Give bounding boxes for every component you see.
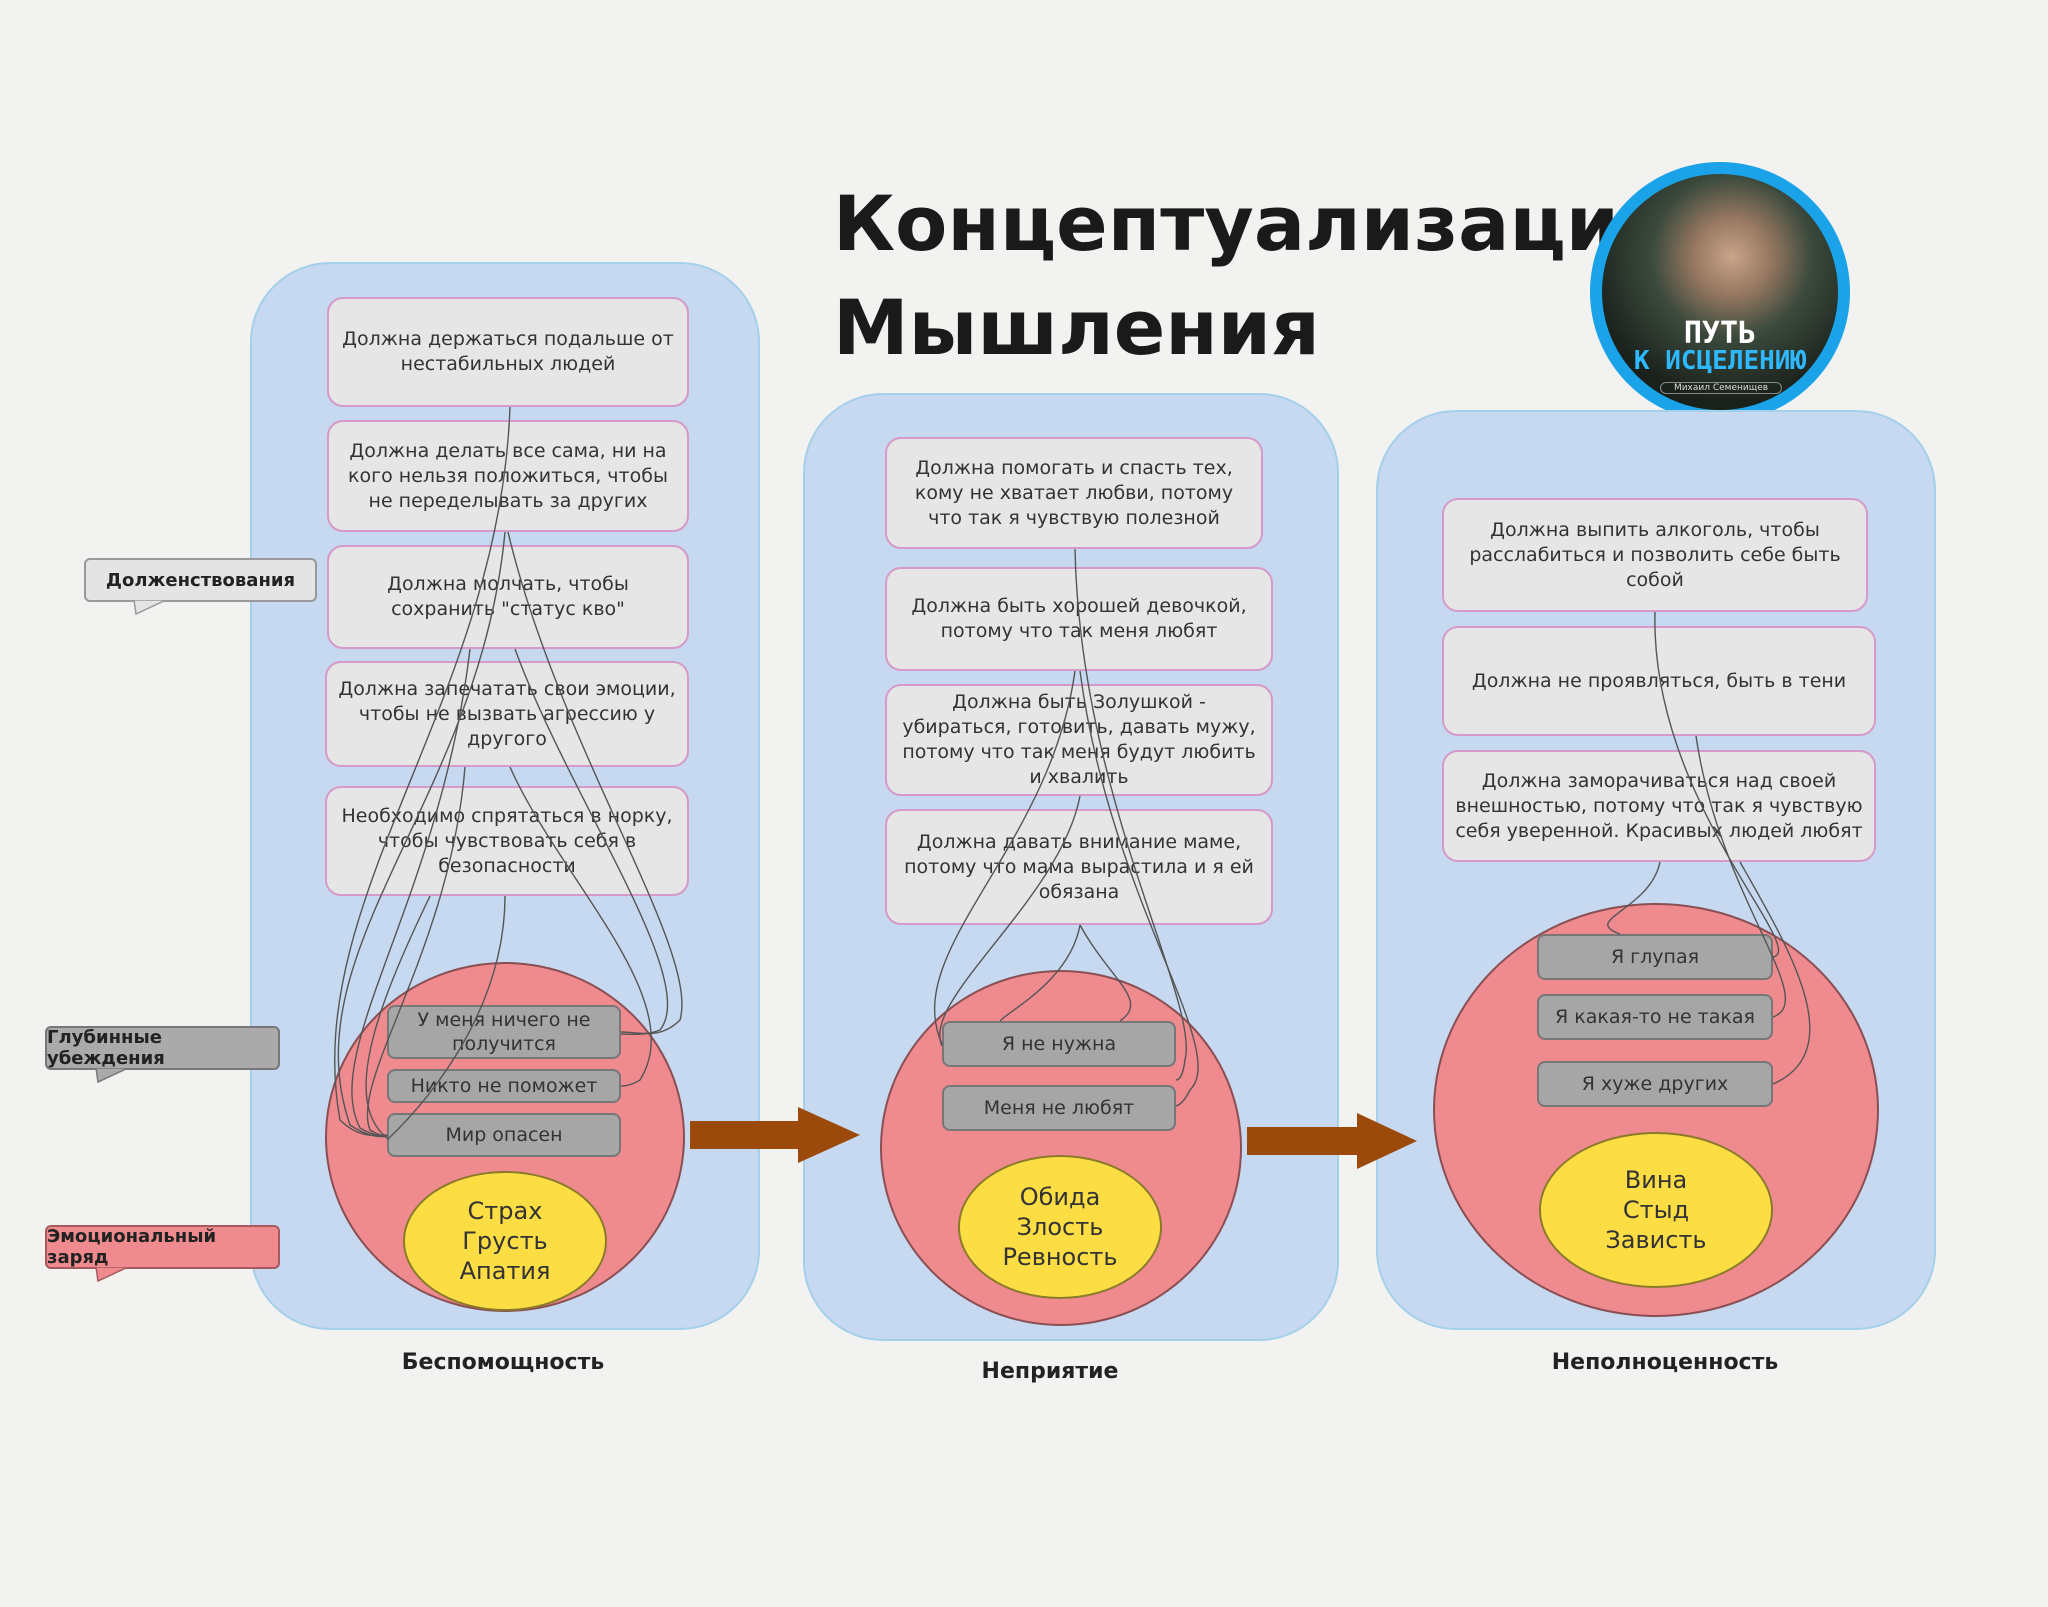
- callout-tail-icon: [95, 1267, 129, 1283]
- should-card: Необходимо спрятаться в норку, чтобы чув…: [325, 786, 689, 896]
- core-belief: Я какая-то не такая: [1537, 994, 1773, 1040]
- arrow-right-icon: [1247, 1113, 1417, 1169]
- logo-text-line-2: К ИСЦЕЛЕНИЮ: [1633, 346, 1807, 376]
- legend-emotional-charge-label: Эмоциональный заряд: [47, 1226, 217, 1268]
- should-card: Должна быть Золушкой - убираться, готови…: [885, 684, 1273, 796]
- should-card: Должна выпить алкоголь, чтобы расслабить…: [1442, 498, 1868, 612]
- emotion-text: Обида: [1019, 1183, 1101, 1211]
- column-caption: Беспомощность: [401, 1350, 605, 1375]
- emotion-text: Зависть: [1605, 1226, 1707, 1254]
- should-card: Должна быть хорошей девочкой, потому что…: [885, 567, 1273, 671]
- should-card: Должна не проявляться, быть в тени: [1442, 626, 1876, 736]
- should-card: Должна давать внимание маме, потому что …: [885, 809, 1273, 925]
- emotion-text: Злость: [1016, 1213, 1104, 1241]
- column-caption: Неполноценность: [1551, 1350, 1779, 1375]
- should-card: Должна молчать, чтобы сохранить "статус …: [327, 545, 689, 649]
- emotion-core: Вина Стыд Зависть: [1539, 1132, 1773, 1288]
- channel-logo: ПУТЬ К ИСЦЕЛЕНИЮ Михаил Семенищев: [1590, 162, 1850, 422]
- legend-core-beliefs-label: Глубинные убеждения: [47, 1027, 165, 1069]
- core-belief: Никто не поможет: [387, 1069, 621, 1103]
- should-card: Должна заморачиваться над своей внешност…: [1442, 750, 1876, 862]
- logo-photo: ПУТЬ К ИСЦЕЛЕНИЮ Михаил Семенищев: [1602, 174, 1838, 410]
- emotion-text: Ревность: [1002, 1243, 1118, 1271]
- arrow-right-icon: [690, 1107, 860, 1163]
- should-card: Должна держаться подальше от нестабильны…: [327, 297, 689, 407]
- core-belief: У меня ничего не получится: [387, 1005, 621, 1059]
- emotion-core: Обида Злость Ревность: [958, 1155, 1162, 1299]
- should-card: Должна помогать и спасть тех, кому не хв…: [885, 437, 1263, 549]
- emotion-text: Вина: [1624, 1166, 1688, 1194]
- legend-shoulds-label: Долженствования: [105, 569, 296, 591]
- core-belief: Я глупая: [1537, 934, 1773, 980]
- callout-tail-icon: [95, 1068, 129, 1084]
- emotion-text: Апатия: [459, 1257, 551, 1285]
- emotion-text: Страх: [467, 1197, 543, 1225]
- core-belief: Я хуже других: [1537, 1061, 1773, 1107]
- logo-text-line-1: ПУТЬ: [1683, 316, 1757, 351]
- logo-author: Михаил Семенищев: [1660, 382, 1782, 394]
- callout-tail-icon: [133, 600, 167, 616]
- core-belief: Меня не любят: [942, 1085, 1176, 1131]
- core-belief: Я не нужна: [942, 1021, 1176, 1067]
- core-belief: Мир опасен: [387, 1113, 621, 1157]
- emotion-text: Стыд: [1622, 1196, 1690, 1224]
- column-caption: Неприятие: [981, 1359, 1119, 1384]
- should-card: Должна запечатать свои эмоции, чтобы не …: [325, 661, 689, 767]
- title-line-1: Концептуализация: [833, 179, 1668, 268]
- title-line-2: Мышления: [833, 283, 1320, 372]
- emotion-text: Грусть: [462, 1227, 548, 1255]
- page-title: Концептуализация Мышления: [833, 172, 1668, 380]
- legend-shoulds: Долженствования: [84, 558, 317, 602]
- emotion-core: Страх Грусть Апатия: [403, 1171, 607, 1311]
- legend-core-beliefs: Глубинные убеждения: [45, 1026, 280, 1070]
- should-card: Должна делать все сама, ни на кого нельз…: [327, 420, 689, 532]
- legend-emotional-charge: Эмоциональный заряд: [45, 1225, 280, 1269]
